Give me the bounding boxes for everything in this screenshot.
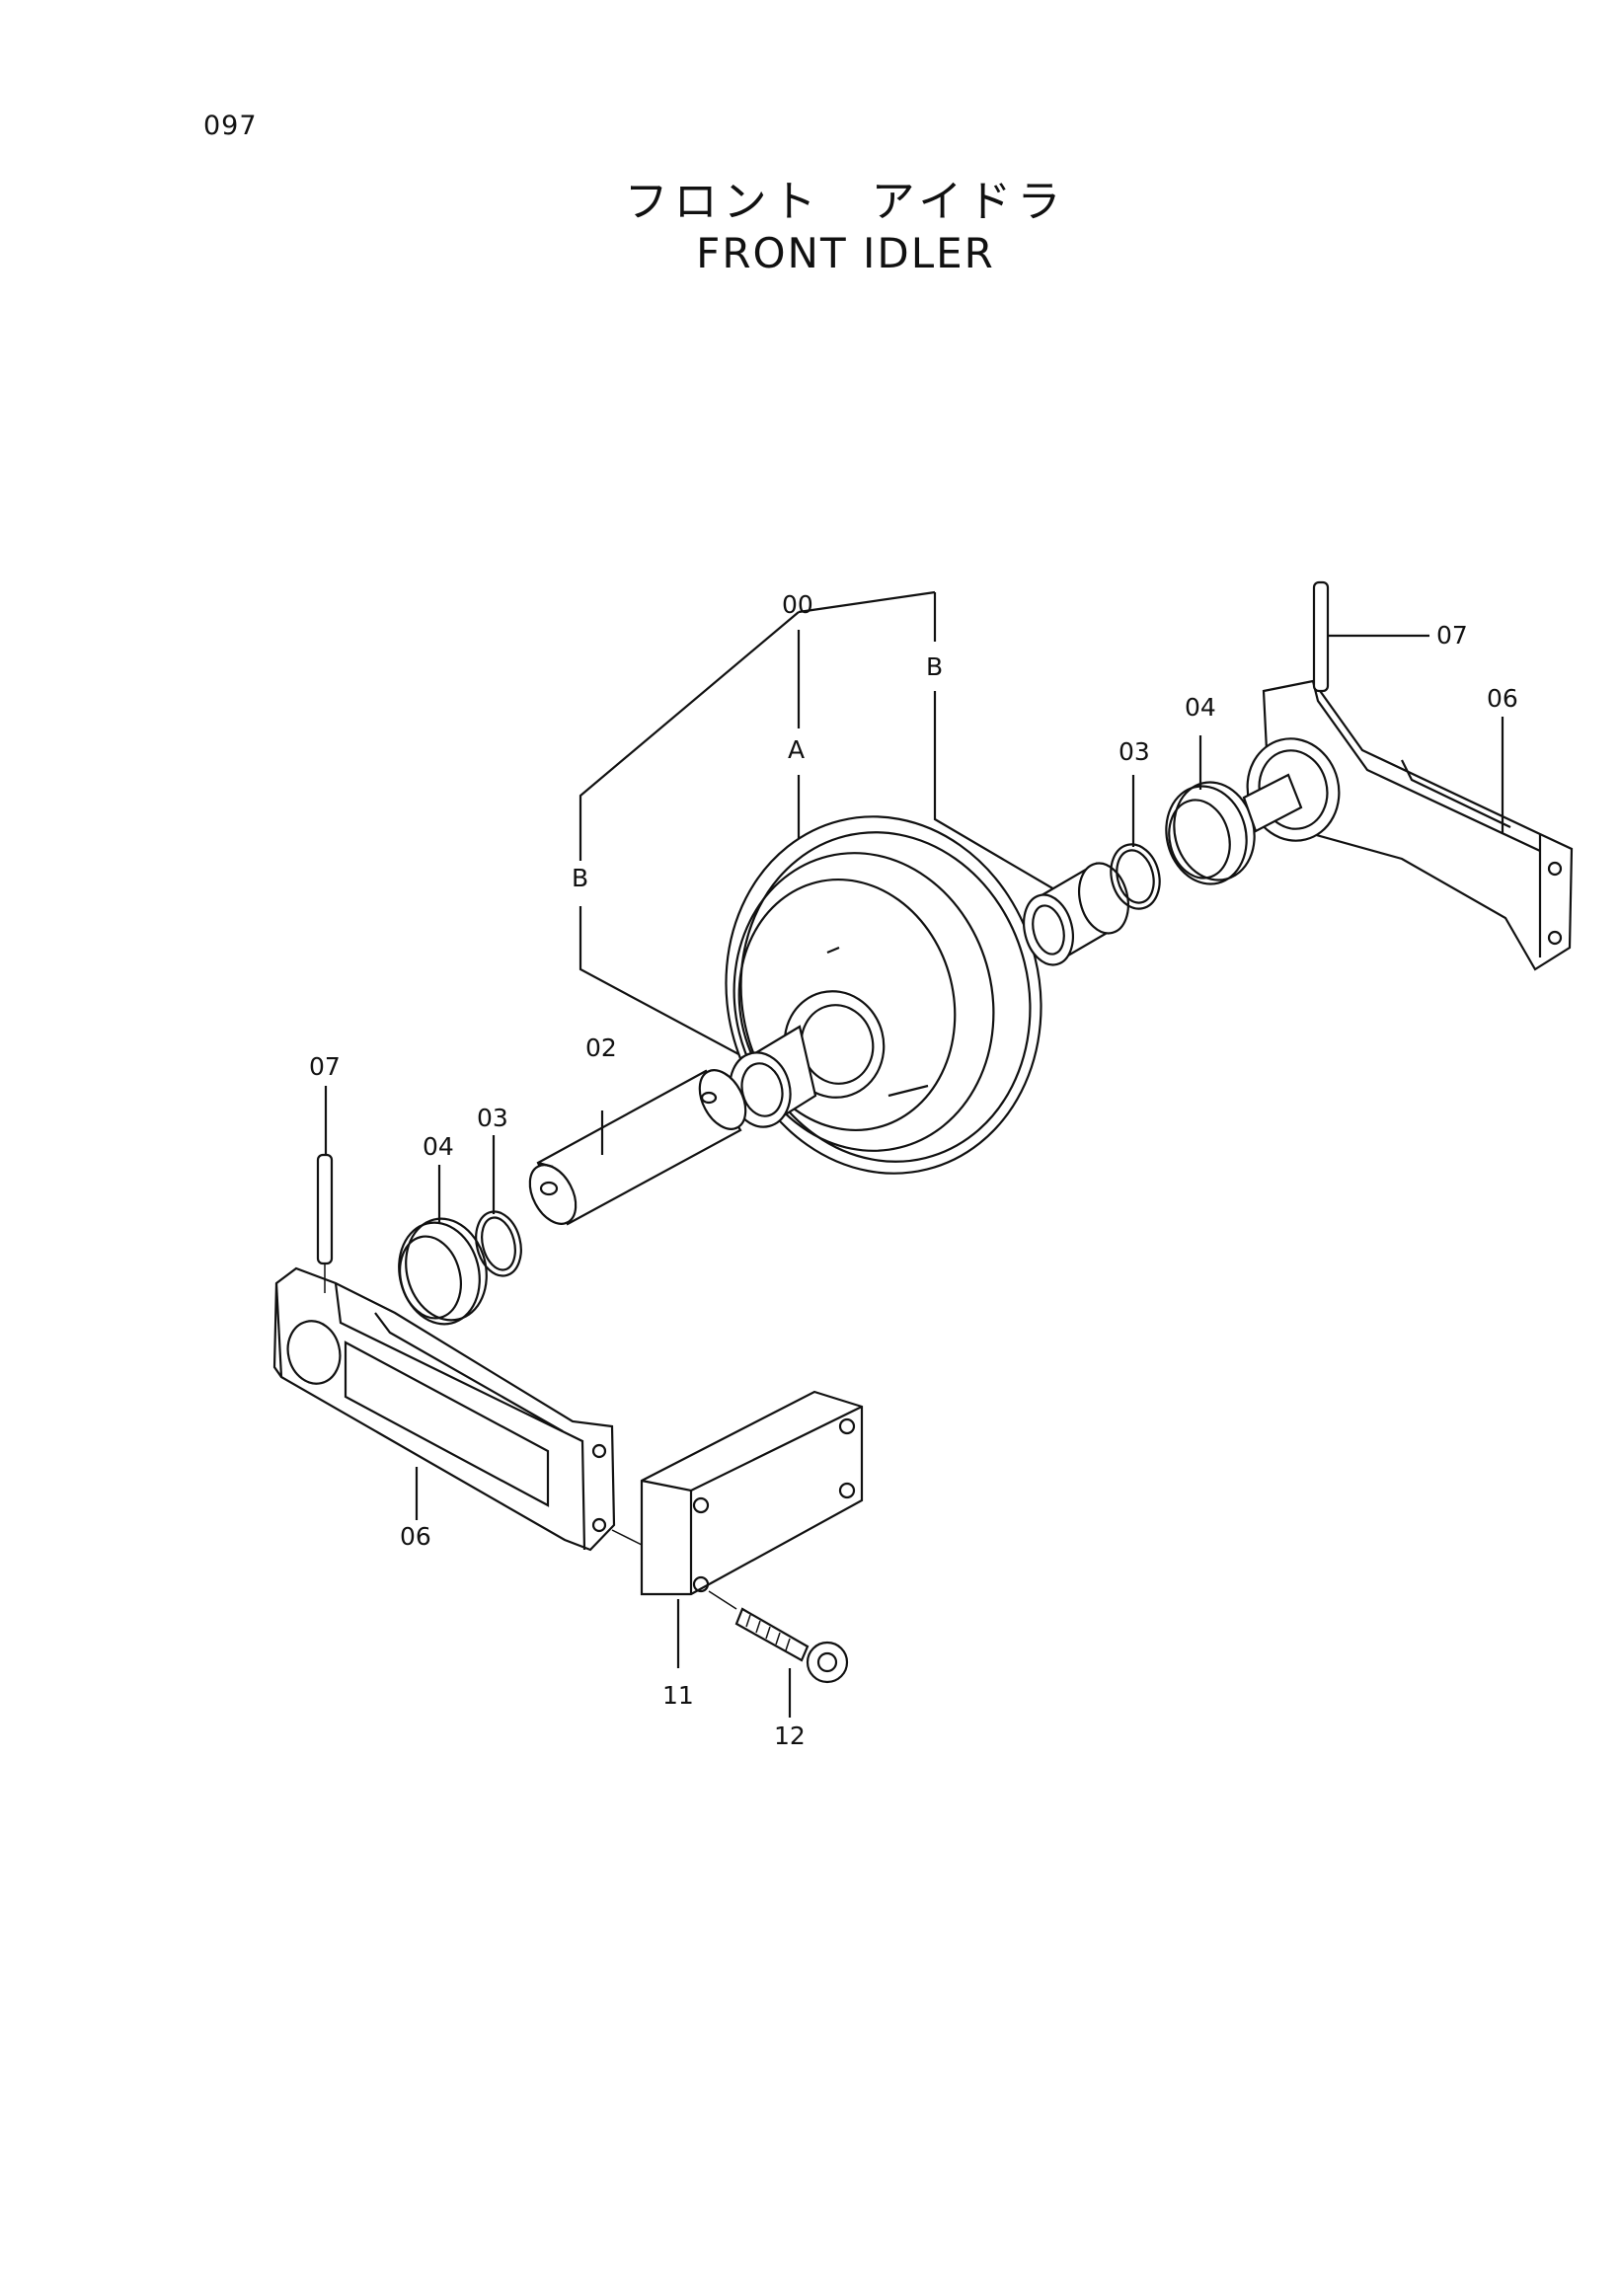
shaft: [528, 1069, 747, 1226]
callout-b-right: B: [926, 652, 943, 681]
pin-left: [316, 1153, 334, 1293]
seal-right: [1165, 781, 1256, 885]
callout-06-left: 06: [400, 1522, 431, 1551]
callout-00: 00: [782, 590, 813, 619]
leader-lines: [324, 717, 1504, 1718]
callout-04-right: 04: [1185, 693, 1216, 722]
seal-left: [398, 1217, 488, 1326]
callout-12: 12: [774, 1722, 806, 1750]
callout-02: 02: [585, 1033, 617, 1062]
o-ring-right: [1110, 843, 1161, 910]
pin-right: [1312, 580, 1429, 693]
bolt: [708, 1590, 849, 1684]
callout-07-left: 07: [309, 1052, 341, 1081]
bracket-left: [272, 1266, 616, 1552]
bushing-right: [1023, 862, 1129, 966]
o-ring-left: [475, 1210, 522, 1277]
callout-06-right: 06: [1487, 684, 1518, 713]
callout-11: 11: [662, 1681, 694, 1710]
callout-labels: 00 A B B 02 03 03 04 04 06 06 07 07 11 1…: [309, 590, 1518, 1750]
idler-wheel: [725, 815, 1042, 1175]
callout-04-left: 04: [423, 1132, 454, 1161]
assembly-bracket-lines: [579, 590, 1067, 1072]
callout-03-right: 03: [1119, 737, 1150, 766]
page-number: 097: [203, 111, 258, 141]
callout-03-left: 03: [477, 1104, 508, 1132]
block: [611, 1390, 864, 1596]
title-japanese: フロント アイドラ: [624, 177, 1067, 227]
callout-b-left: B: [572, 864, 588, 892]
callout-07-right: 07: [1436, 621, 1468, 650]
bracket-right: [1242, 679, 1574, 971]
callout-a: A: [788, 735, 805, 764]
title-english: FRONT IDLER: [696, 229, 995, 277]
